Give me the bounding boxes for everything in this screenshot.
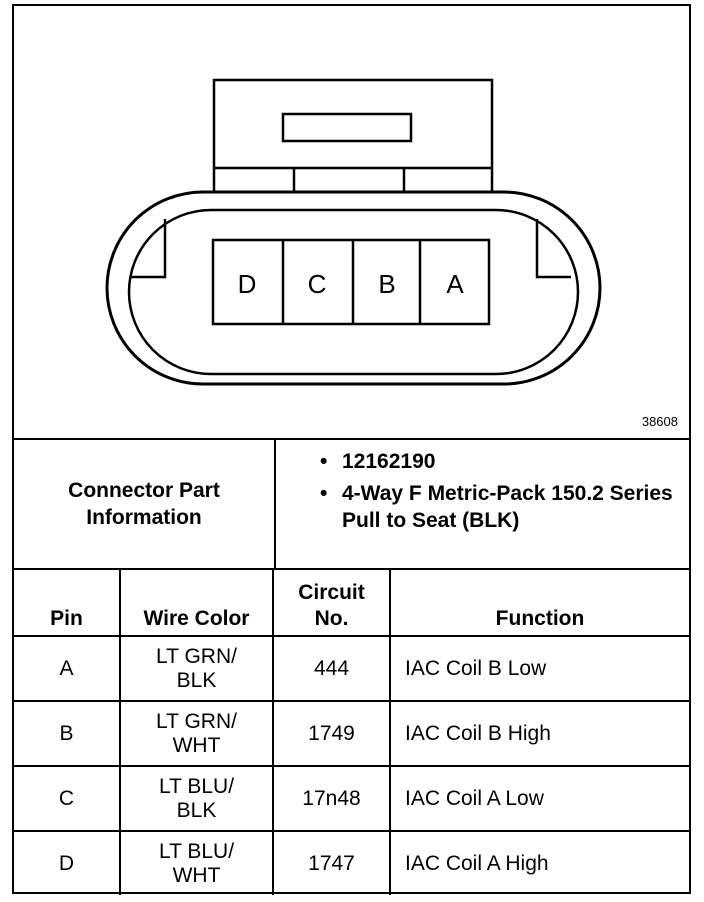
- circuit-cell: 17n48: [272, 765, 391, 832]
- lock-tab-slot: [281, 112, 413, 143]
- connector-info-label: Connector Part Information: [14, 440, 276, 568]
- table-header-row: Pin Wire Color Circuit No. Function: [14, 570, 689, 637]
- pin-cell: C: [14, 765, 121, 832]
- connector-info-list: 12162190 4-Way F Metric-Pack 150.2 Serie…: [276, 448, 686, 539]
- connector-sheet: D C B A 38608 Connector Part Information…: [12, 4, 691, 895]
- wire-color-line1: LT GRN/: [156, 709, 237, 733]
- connector-type-item: 4-Way F Metric-Pack 150.2 Series Pull to…: [276, 480, 686, 534]
- part-number-item: 12162190: [276, 448, 686, 475]
- pin-cell: A: [14, 635, 121, 702]
- pin-label-a: A: [446, 269, 464, 299]
- header-wire-color: Wire Color: [119, 570, 274, 637]
- wire-color-cell: LT GRN/WHT: [119, 700, 274, 767]
- connector-info-label-line2: Information: [86, 506, 202, 529]
- table-row: B LT GRN/WHT 1749 IAC Coil B High: [14, 700, 689, 767]
- wire-color-line2: BLK: [176, 668, 217, 692]
- table-row: D LT BLU/WHT 1747 IAC Coil A High: [14, 830, 689, 895]
- wire-color-line2: WHT: [172, 863, 221, 887]
- connector-info-label-line1: Connector Part: [68, 479, 220, 502]
- wire-color-cell: LT GRN/BLK: [119, 635, 274, 702]
- circuit-cell: 444: [272, 635, 391, 702]
- connector-inner-shell: [127, 208, 580, 376]
- wire-color-cell: LT BLU/BLK: [119, 765, 274, 832]
- function-cell: IAC Coil A Low: [389, 765, 689, 832]
- pin-cell: D: [14, 830, 121, 895]
- wire-color-line2: BLK: [176, 798, 217, 822]
- function-cell: IAC Coil B Low: [389, 635, 689, 702]
- header-pin: Pin: [14, 570, 121, 637]
- header-circuit-line1: Circuit: [298, 581, 365, 604]
- pin-function-table: Pin Wire Color Circuit No. Function A LT…: [14, 570, 689, 895]
- wire-color-line1: LT BLU/: [158, 839, 235, 863]
- connector-diagram: D C B A 38608: [14, 6, 689, 440]
- wire-color-cell: LT BLU/WHT: [119, 830, 274, 895]
- connector-face-drawing: D C B A 38608: [105, 78, 678, 429]
- wire-color-line1: LT BLU/: [158, 774, 235, 798]
- wire-color-line2: WHT: [172, 733, 221, 757]
- pin-label-b: B: [378, 269, 395, 299]
- function-cell: IAC Coil B High: [389, 700, 689, 767]
- function-cell: IAC Coil A High: [389, 830, 689, 895]
- left-key: [131, 219, 167, 279]
- wire-color-line1: LT GRN/: [156, 644, 237, 668]
- header-circuit-no: Circuit No.: [272, 570, 391, 637]
- figure-number: 38608: [642, 414, 678, 429]
- table-row: C LT BLU/BLK 17n48 IAC Coil A Low: [14, 765, 689, 832]
- connector-info-section: Connector Part Information 12162190 4-Wa…: [14, 440, 689, 570]
- pin-label-d: D: [238, 269, 257, 299]
- pin-cavity-block: [211, 238, 491, 326]
- pin-label-c: C: [308, 269, 327, 299]
- right-key: [535, 219, 571, 279]
- header-function: Function: [389, 570, 689, 637]
- table-row: A LT GRN/BLK 444 IAC Coil B Low: [14, 635, 689, 702]
- circuit-cell: 1749: [272, 700, 391, 767]
- header-circuit-line2: No.: [314, 607, 349, 630]
- pin-cell: B: [14, 700, 121, 767]
- circuit-cell: 1747: [272, 830, 391, 895]
